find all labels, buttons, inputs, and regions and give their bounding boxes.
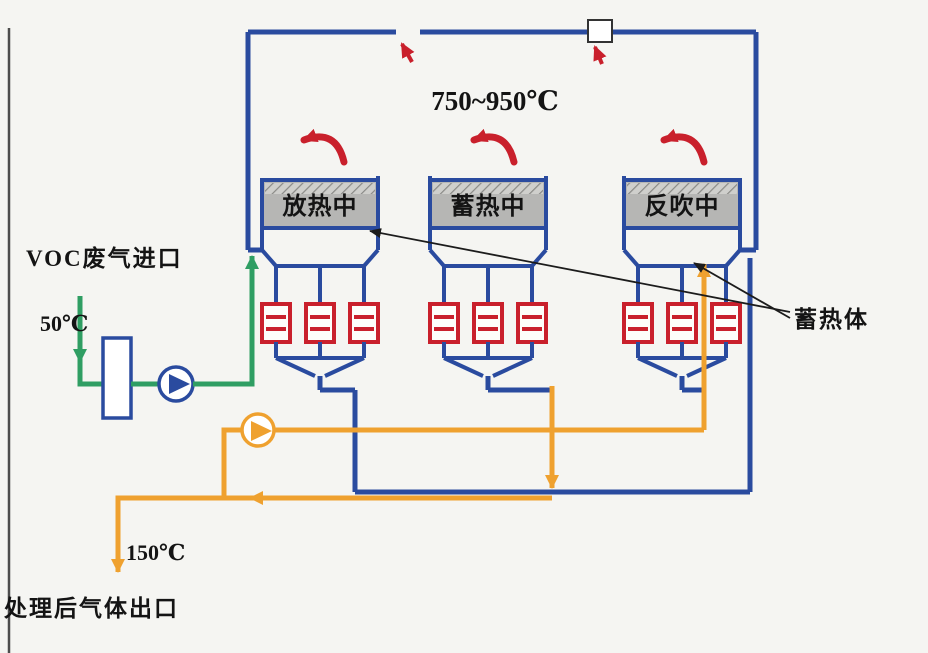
callout-line <box>693 262 791 319</box>
circulation-arrow <box>470 128 518 166</box>
vent-flow-arrow <box>400 42 415 63</box>
purge-fan <box>240 412 276 448</box>
chamber-2: 蓄热中 <box>428 178 548 390</box>
circulation-arrow <box>660 128 708 166</box>
outlet-discharge-arrow <box>111 495 250 573</box>
inlet-filter <box>101 336 133 420</box>
chamber1-status-label: 放热中 <box>282 192 358 220</box>
combustion-flow-arrows <box>300 128 708 166</box>
chamber3-status-label: 反吹中 <box>645 193 720 220</box>
chamber2-status-label: 蓄热中 <box>451 193 526 220</box>
outlet-temp-label: 150℃ <box>126 540 185 565</box>
roof-vent-box <box>587 19 613 43</box>
combustion-temp-label: 750~950℃ <box>431 86 558 116</box>
vent-flow-arrow <box>593 45 607 65</box>
heat-storage-blocks <box>428 302 548 344</box>
chamber-1: 放热中 <box>260 178 380 390</box>
callout-line <box>369 228 791 313</box>
heat-storage-blocks <box>622 302 742 344</box>
outlet-purge-lines <box>111 263 711 573</box>
voc-inlet-label: VOC废气进口 <box>26 245 183 271</box>
heat-storage-media-label: 蓄热体 <box>794 307 869 332</box>
common-manifold <box>320 258 753 495</box>
treated-gas-outlet-label: 处理后气体出口 <box>3 595 179 621</box>
insulation-hatch <box>265 183 375 194</box>
inlet-line <box>73 255 259 420</box>
insulation-hatch <box>627 183 737 194</box>
inlet-temp-label: 50℃ <box>40 311 88 336</box>
circulation-arrow <box>300 128 348 166</box>
inlet-fan <box>157 365 195 403</box>
heat-storage-blocks <box>260 302 380 344</box>
chamber-3: 反吹中 <box>622 178 742 390</box>
heat-storage-callout: 蓄热体 <box>369 228 869 332</box>
inlet-up-arrow <box>193 255 259 387</box>
insulation-hatch <box>433 183 543 194</box>
